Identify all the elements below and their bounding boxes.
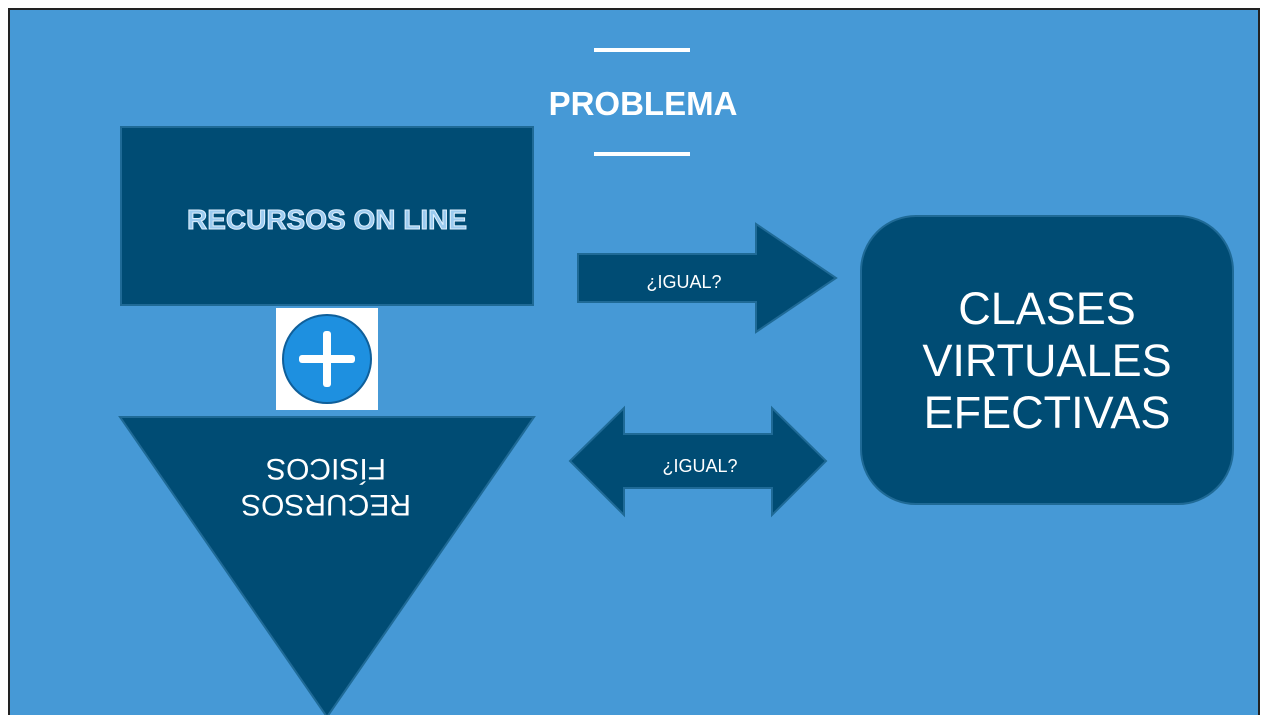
title-bottom-rule <box>594 152 690 156</box>
virtual-classes-line1: CLASES <box>958 283 1136 334</box>
arrow-top-label: ¿IGUAL? <box>646 272 722 292</box>
slide: PROBLEMA RECURSOS ON LINE ¿IGUAL? ¿IGUAL… <box>8 8 1260 715</box>
virtual-classes-box: CLASES VIRTUALES EFECTIVAS <box>860 215 1234 505</box>
physical-resources-triangle <box>118 416 536 715</box>
arrow-bottom-label: ¿IGUAL? <box>662 456 738 476</box>
title-top-rule <box>594 48 690 52</box>
physical-resources-line1: RECURSOS <box>240 488 412 521</box>
virtual-classes-line2: VIRTUALES <box>922 335 1172 386</box>
plus-tile <box>276 308 378 410</box>
physical-resources-text: RECURSOS FÍSICOS <box>166 450 486 522</box>
physical-resources-line2: FÍSICOS <box>266 452 387 485</box>
virtual-classes-line3: EFECTIVAS <box>923 387 1171 438</box>
diagram-shapes <box>118 222 838 715</box>
slide-title: PROBLEMA <box>548 85 738 122</box>
virtual-classes-text: CLASES VIRTUALES EFECTIVAS <box>862 283 1232 439</box>
online-resources-box: RECURSOS ON LINE <box>120 126 534 306</box>
arrow-double-shape <box>568 405 828 518</box>
plus-circle-icon <box>282 314 372 404</box>
arrow-right-shape <box>577 222 838 334</box>
online-resources-label: RECURSOS ON LINE <box>186 204 468 236</box>
